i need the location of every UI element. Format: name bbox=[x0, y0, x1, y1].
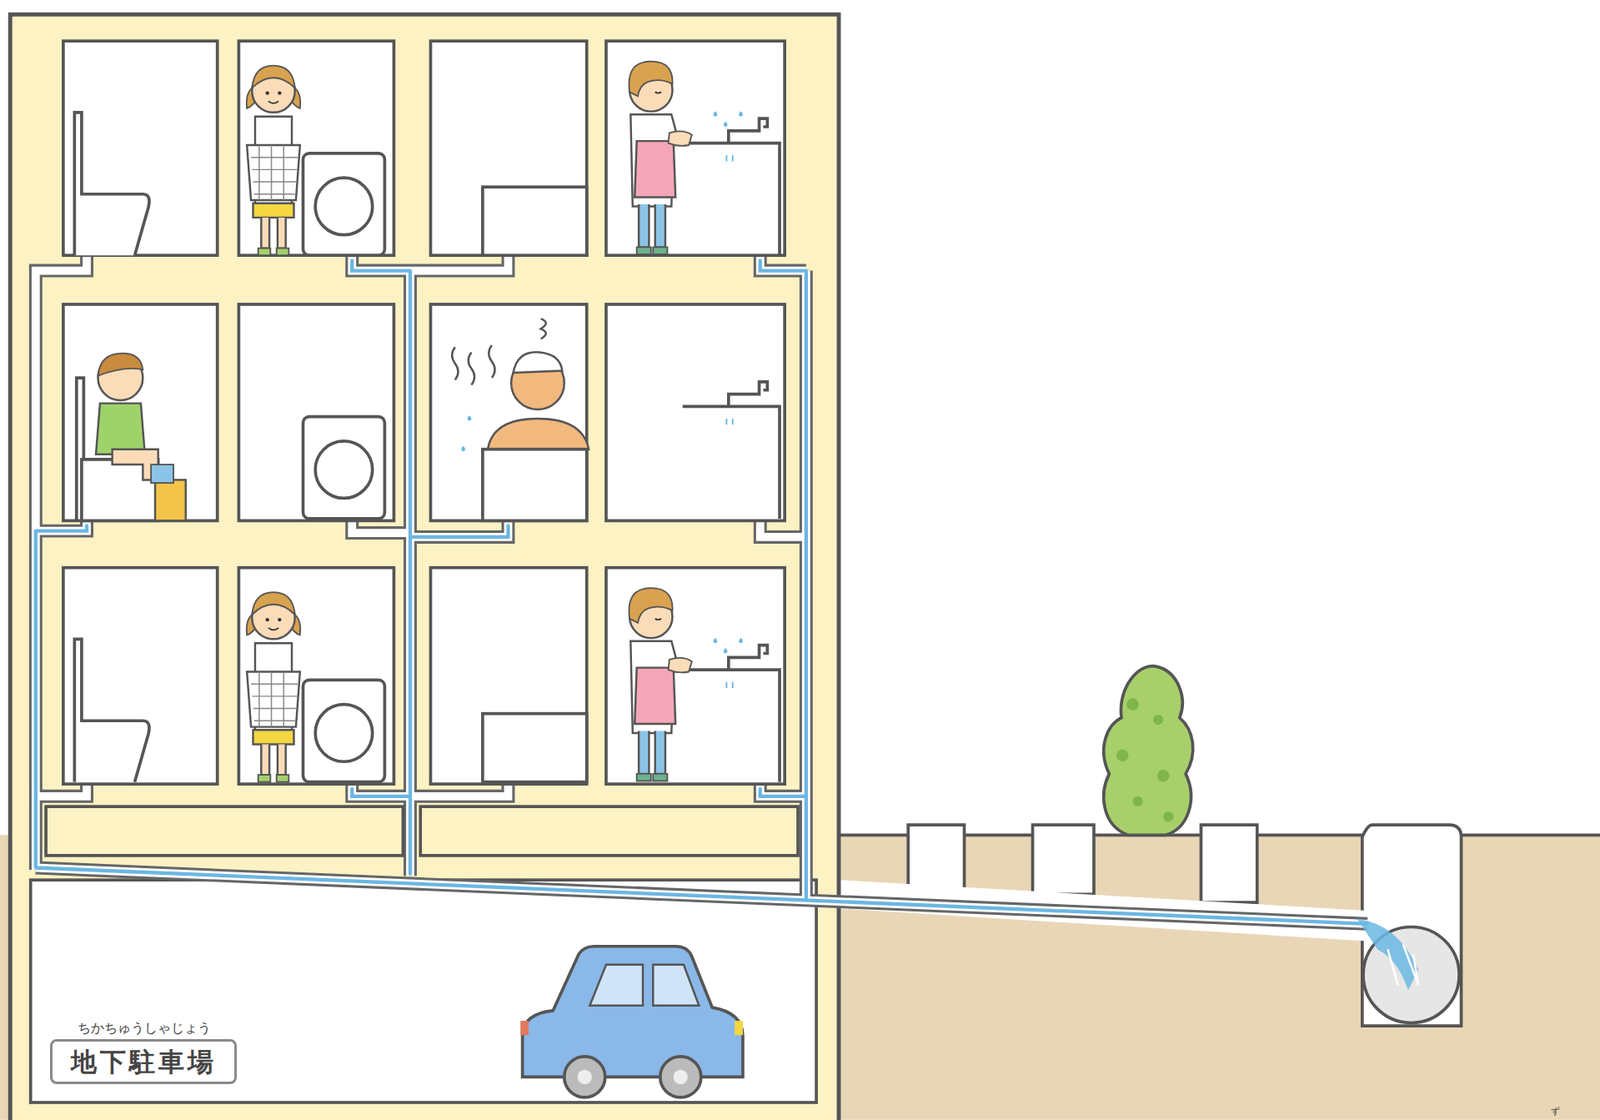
car bbox=[520, 946, 743, 1098]
footnote-char: ず bbox=[1550, 1106, 1560, 1116]
tree bbox=[1103, 666, 1194, 836]
parking-room bbox=[30, 879, 817, 1103]
label-box: 地下駐車場 bbox=[50, 1038, 237, 1084]
building bbox=[10, 14, 839, 1120]
parking-label: 地下駐車場 bbox=[70, 1048, 217, 1075]
fixtures bbox=[74, 61, 780, 783]
furigana: ちかちゅうしゃじょう bbox=[77, 1021, 211, 1035]
drain-pipes bbox=[35, 255, 1368, 924]
rooms bbox=[63, 40, 785, 784]
water-flow bbox=[1357, 918, 1419, 991]
tree-spots bbox=[1116, 697, 1174, 822]
floors bbox=[45, 806, 798, 856]
water-splash bbox=[1387, 943, 1419, 985]
